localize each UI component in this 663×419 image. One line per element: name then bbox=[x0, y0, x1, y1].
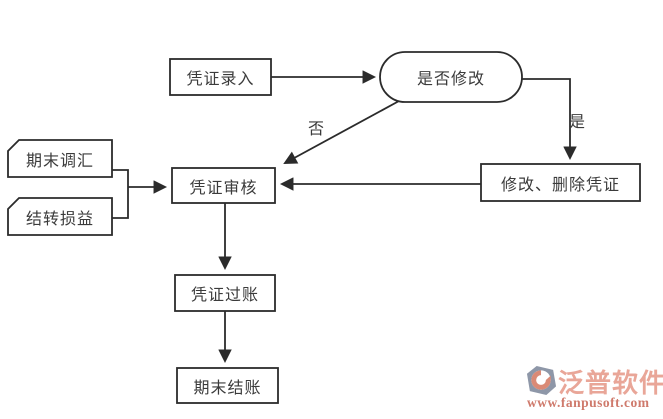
is-modify-shape bbox=[379, 51, 523, 103]
fanpu-watermark: 泛普软件 www.fanpusoft.com bbox=[524, 362, 663, 417]
fanpu-url-text: www.fanpusoft.com bbox=[527, 395, 650, 410]
edge-label-no: 否 bbox=[307, 121, 324, 138]
carry-over-label: 结转损益 bbox=[25, 210, 94, 228]
fanpu-brand-text: 泛普软件 bbox=[558, 369, 663, 398]
period-close-label: 期末结账 bbox=[193, 379, 262, 397]
period-close-shape bbox=[176, 367, 279, 404]
voucher-audit-shape bbox=[171, 167, 276, 204]
edge-label-yes: 是 bbox=[568, 114, 585, 131]
connector-cards-join bbox=[112, 169, 129, 219]
voucher-post-shape bbox=[174, 274, 276, 312]
modify-delete-shape bbox=[480, 163, 641, 202]
voucher-post-label: 凭证过账 bbox=[190, 287, 259, 304]
arrow-decision-to-audit-no bbox=[283, 100, 400, 164]
fanpu-logo-icon bbox=[526, 365, 557, 396]
voucher-entry-shape bbox=[169, 58, 272, 96]
period-adjust-shape bbox=[7, 139, 113, 178]
carry-over-shape bbox=[7, 197, 113, 236]
voucher-entry-label: 凭证录入 bbox=[186, 71, 255, 88]
modify-delete-label: 修改、删除凭证 bbox=[500, 176, 620, 194]
is-modify-label: 是否修改 bbox=[416, 71, 485, 88]
arrow-decision-to-modify bbox=[522, 78, 577, 161]
voucher-audit-label: 凭证审核 bbox=[189, 179, 258, 197]
period-adjust-label: 期末调汇 bbox=[25, 152, 94, 170]
